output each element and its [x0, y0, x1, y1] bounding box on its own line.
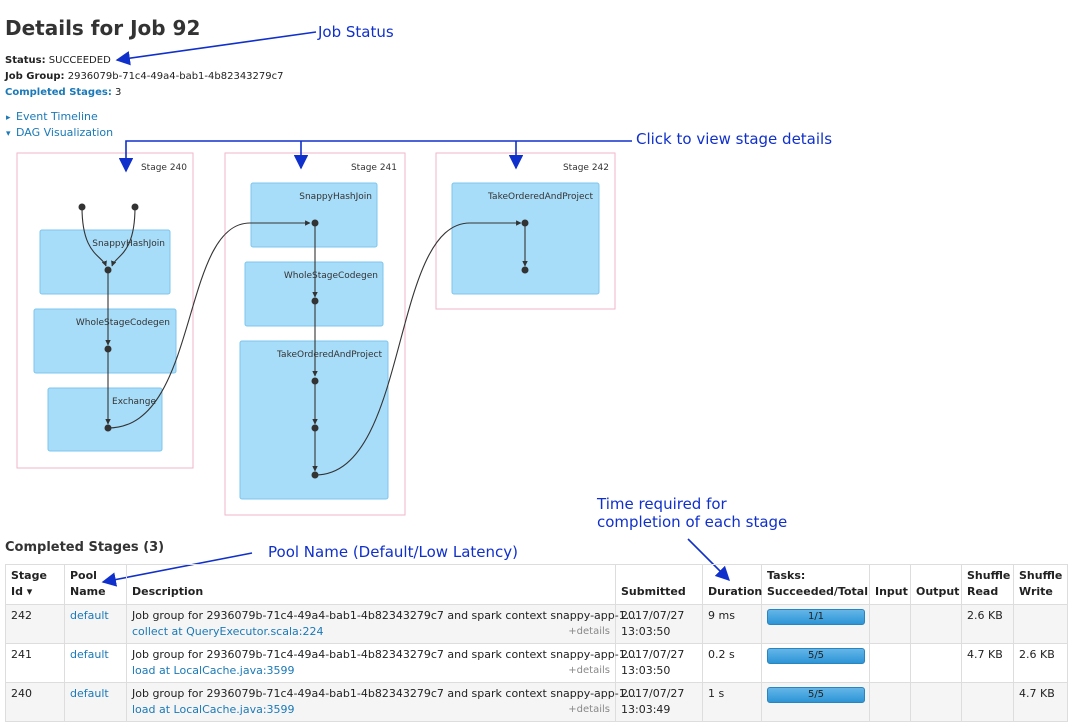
col-stage-id[interactable]: Stage Id ▾ [5, 564, 65, 605]
dag-visualization-label: DAG Visualization [16, 126, 114, 139]
job-group-line: Job Group: 2936079b-71c4-49a4-bab1-4b823… [5, 71, 284, 82]
op-wholestagecodegen-240 [33, 308, 177, 374]
op-label: WholeStageCodegen [76, 318, 170, 328]
stage-detail-link[interactable]: load at LocalCache.java:3599 [132, 664, 295, 677]
col-output[interactable]: Output [910, 564, 962, 605]
expand-arrow-icon: ▸ [6, 113, 11, 123]
op-label: Exchange [112, 397, 156, 407]
tasks-progress-bar: 5/5 [767, 648, 865, 664]
col-submitted[interactable]: Submitted [615, 564, 703, 605]
job-group-value: 2936079b-71c4-49a4-bab1-4b82343279c7 [67, 71, 284, 82]
stage-240-cluster[interactable]: Stage 240 SnappyHashJoin WholeStageCodeg… [16, 152, 194, 469]
completed-stages-link[interactable]: Completed Stages: [5, 87, 112, 98]
pool-link[interactable]: default [70, 609, 109, 622]
event-timeline-toggle[interactable]: ▸ Event Timeline [6, 110, 98, 123]
submitted-date: 2017/07/27 [621, 648, 685, 661]
completed-stages-table: Stage Id ▾ Pool Name Description Submitt… [5, 564, 1068, 722]
tasks-progress-bar: 1/1 [767, 609, 865, 625]
annotation-time-required-1: Time required for [597, 495, 727, 513]
submitted-time: 13:03:49 [621, 703, 671, 716]
status-line: Status: SUCCEEDED [5, 55, 111, 66]
stage-id-cell: 242 [5, 604, 65, 644]
dag-visualization-toggle[interactable]: ▾ DAG Visualization [6, 126, 113, 139]
col-pool-name[interactable]: Pool Name [64, 564, 127, 605]
details-toggle[interactable]: +details [568, 704, 610, 715]
table-row: 242 default Job group for 2936079b-71c4-… [5, 604, 1068, 644]
col-description[interactable]: Description [126, 564, 616, 605]
col-input[interactable]: Input [869, 564, 911, 605]
input-cell [869, 682, 911, 722]
completed-stages-title[interactable]: Completed Stages (3) [5, 540, 165, 555]
col-shuffle-read[interactable]: Shuffle Read [961, 564, 1014, 605]
stage-240-label: Stage 240 [141, 163, 187, 173]
op-label: WholeStageCodegen [284, 271, 378, 281]
shuffle-read-cell: 4.7 KB [961, 643, 1014, 683]
op-label: TakeOrderedAndProject [276, 350, 382, 360]
stage-detail-link[interactable]: load at LocalCache.java:3599 [132, 703, 295, 716]
table-row: 240 default Job group for 2936079b-71c4-… [5, 682, 1068, 722]
shuffle-write-cell: 4.7 KB [1013, 682, 1068, 722]
pool-link[interactable]: default [70, 648, 109, 661]
stage-detail-link[interactable]: collect at QueryExecutor.scala:224 [132, 625, 324, 638]
annotation-job-status: Job Status [318, 23, 394, 41]
tasks-progress-bar: 5/5 [767, 687, 865, 703]
annotation-click-stage: Click to view stage details [636, 130, 833, 148]
duration-cell: 1 s [702, 682, 762, 722]
submitted-date: 2017/07/27 [621, 687, 685, 700]
pool-link[interactable]: default [70, 687, 109, 700]
input-cell [869, 604, 911, 644]
op-snappyhashjoin-241 [250, 182, 378, 248]
stage-241-label: Stage 241 [351, 163, 397, 173]
status-label: Status: [5, 55, 46, 66]
page-title: Details for Job 92 [5, 16, 201, 40]
input-cell [869, 643, 911, 683]
stage-242-label: Stage 242 [563, 163, 609, 173]
op-label: SnappyHashJoin [299, 192, 372, 202]
table-row: 241 default Job group for 2936079b-71c4-… [5, 643, 1068, 683]
submitted-time: 13:03:50 [621, 625, 671, 638]
dag-edges [81, 206, 528, 476]
description-text: Job group for 2936079b-71c4-49a4-bab1-4b… [132, 687, 637, 700]
op-label: TakeOrderedAndProject [487, 192, 593, 202]
stage-id-cell: 241 [5, 643, 65, 683]
status-value: SUCCEEDED [48, 55, 111, 66]
table-header-row: Stage Id ▾ Pool Name Description Submitt… [5, 564, 1068, 605]
output-cell [910, 604, 962, 644]
event-timeline-label: Event Timeline [16, 110, 98, 123]
col-tasks[interactable]: Tasks: Succeeded/Total [761, 564, 870, 605]
duration-cell: 0.2 s [702, 643, 762, 683]
shuffle-read-cell: 2.6 KB [961, 604, 1014, 644]
output-cell [910, 682, 962, 722]
dag-nodes [78, 203, 529, 479]
op-exchange-240 [47, 387, 163, 452]
shuffle-read-cell [961, 682, 1014, 722]
annotation-pool-name: Pool Name (Default/Low Latency) [268, 543, 518, 561]
description-text: Job group for 2936079b-71c4-49a4-bab1-4b… [132, 648, 637, 661]
col-shuffle-write[interactable]: Shuffle Write [1013, 564, 1068, 605]
completed-stages-count: 3 [115, 87, 122, 98]
shuffle-write-cell [1013, 604, 1068, 644]
stage-id-cell: 240 [5, 682, 65, 722]
shuffle-write-cell: 2.6 KB [1013, 643, 1068, 683]
description-text: Job group for 2936079b-71c4-49a4-bab1-4b… [132, 609, 637, 622]
job-group-label: Job Group: [5, 71, 65, 82]
submitted-time: 13:03:50 [621, 664, 671, 677]
completed-stages-line: Completed Stages: 3 [5, 87, 121, 98]
collapse-arrow-icon: ▾ [6, 129, 11, 139]
details-toggle[interactable]: +details [568, 665, 610, 676]
output-cell [910, 643, 962, 683]
annotation-time-required-2: completion of each stage [597, 513, 788, 531]
col-duration[interactable]: Duration [702, 564, 762, 605]
submitted-date: 2017/07/27 [621, 609, 685, 622]
details-toggle[interactable]: +details [568, 626, 610, 637]
duration-cell: 9 ms [702, 604, 762, 644]
